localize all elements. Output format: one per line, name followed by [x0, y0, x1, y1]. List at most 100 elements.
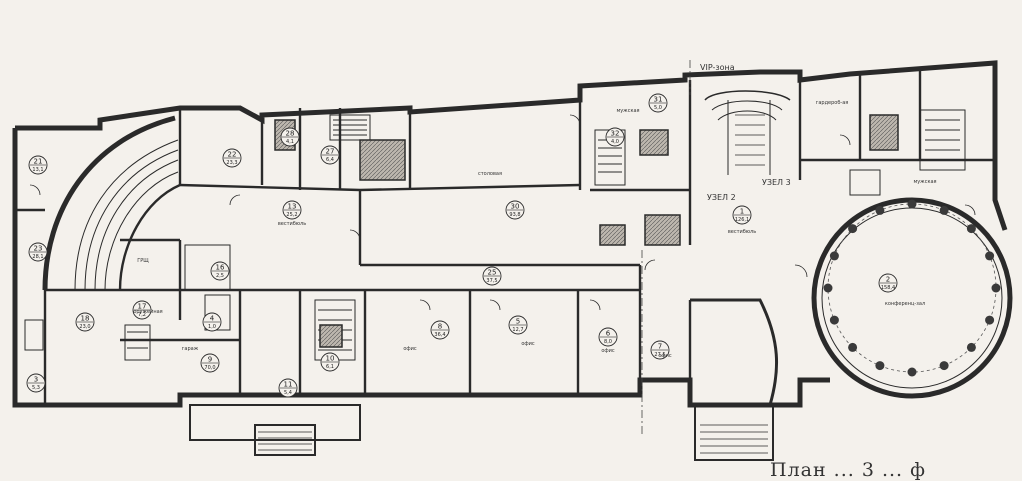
room-label: офис — [521, 341, 535, 347]
room-label: вестибюль — [278, 221, 306, 227]
room-area: 23,3 — [226, 160, 237, 166]
column — [966, 342, 976, 352]
room-area: 2,5 — [216, 273, 224, 279]
room-area: 126,1 — [735, 217, 749, 223]
room-marker: 41,0 — [202, 312, 222, 332]
room-area: 1,0 — [208, 324, 216, 330]
room-area: 7,2 — [138, 312, 146, 318]
room-area: 27,5 — [654, 352, 665, 358]
room-marker: 68,0 — [598, 327, 618, 347]
axis-line — [641, 60, 691, 435]
column — [823, 283, 833, 293]
node3-label: УЗЕЛ 3 — [762, 178, 791, 187]
column — [829, 315, 839, 325]
column — [985, 315, 995, 325]
column — [939, 205, 949, 215]
room-label: гардероб-ая — [816, 100, 849, 106]
plan-caption: План ... 3 ... ф — [770, 459, 926, 481]
room-number: 22 — [228, 151, 237, 159]
column — [875, 205, 885, 215]
room-label: ГРЩ — [137, 258, 149, 264]
column — [907, 367, 917, 377]
room-label: офис — [658, 353, 672, 359]
room-number: 1 — [740, 208, 744, 216]
room-area: 8,0 — [604, 339, 612, 345]
doors — [29, 114, 976, 311]
room-label: вестибюль — [728, 229, 756, 235]
room-area: 4,0 — [611, 139, 619, 145]
room-marker: 512,7 — [508, 315, 528, 335]
room-number: 7 — [658, 343, 662, 351]
column — [991, 283, 1001, 293]
room-marker: 836,4 — [430, 320, 450, 340]
rotunda-columns — [823, 199, 1001, 377]
room-area: 12,7 — [512, 327, 523, 333]
room-number: 17 — [138, 303, 147, 311]
room-number: 32 — [611, 130, 620, 138]
room-label: столовая — [478, 171, 502, 177]
room-area: 5,4 — [284, 390, 292, 396]
room-area: 13,1 — [32, 167, 43, 173]
room-area: 25,2 — [286, 212, 297, 218]
room-area: 158,4 — [881, 285, 895, 291]
room-area: 23,0 — [79, 324, 90, 330]
room-label: конференц-зал — [885, 301, 925, 307]
room-marker: 276,4 — [320, 145, 340, 165]
room-markers: 2113,12223,31823,02328,1276,4284,11325,2… — [26, 93, 898, 398]
room-number: 8 — [438, 323, 442, 331]
room-number: 31 — [654, 96, 663, 104]
room-number: 30 — [511, 203, 520, 211]
column — [939, 361, 949, 371]
room-label: офис — [403, 346, 417, 352]
column — [907, 199, 917, 209]
room-area: 4,1 — [286, 139, 294, 145]
grand-staircase — [704, 90, 791, 175]
room-number: 18 — [81, 315, 90, 323]
room-marker: 177,2 — [132, 300, 152, 320]
room-marker: 284,1 — [280, 127, 300, 147]
room-area: 6,1 — [326, 364, 334, 370]
room-marker: 315,0 — [648, 93, 668, 113]
room-label: оружейная — [133, 308, 162, 315]
room-label: гараж — [182, 346, 199, 352]
column — [848, 342, 858, 352]
column — [875, 361, 885, 371]
room-marker: 324,0 — [605, 127, 625, 147]
room-number: 13 — [288, 203, 297, 211]
rotunda — [811, 197, 1013, 399]
room-area: 28,1 — [32, 254, 43, 260]
room-number: 9 — [208, 356, 212, 364]
room-number: 4 — [210, 315, 215, 323]
wc-blocks — [24, 169, 881, 351]
room-number: 21 — [34, 158, 43, 166]
room-number: 6 — [606, 330, 611, 338]
column — [829, 251, 839, 261]
room-area: 36,4 — [434, 332, 445, 338]
room-area: 5,3 — [32, 385, 40, 391]
room-number: 3 — [34, 376, 38, 384]
outer-walls — [12, 60, 1008, 408]
room-label: мужская — [913, 179, 936, 185]
column — [966, 224, 976, 234]
room-number: 16 — [216, 264, 225, 272]
room-number: 2 — [886, 276, 890, 284]
elevator-shafts — [274, 114, 899, 348]
room-number: 27 — [326, 148, 335, 156]
room-label: мужская — [616, 108, 639, 114]
room-area: 93,8 — [509, 212, 520, 218]
entrance-left — [189, 404, 361, 456]
room-number: 10 — [326, 355, 335, 363]
room-marker: 115,4 — [278, 378, 298, 398]
column — [848, 224, 858, 234]
room-marker: 35,3 — [26, 373, 46, 393]
room-number: 25 — [488, 269, 497, 277]
room-number: 5 — [516, 318, 520, 326]
